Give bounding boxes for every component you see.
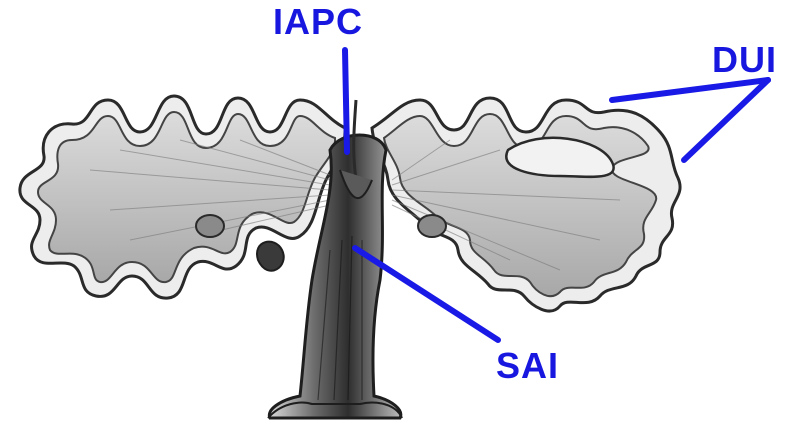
right-lobe bbox=[372, 98, 680, 311]
iapc-leader bbox=[345, 50, 347, 152]
left-pedicle bbox=[257, 242, 284, 271]
right-nucleus bbox=[418, 215, 446, 237]
left-nucleus bbox=[196, 215, 224, 237]
dui-leader-upper bbox=[612, 80, 768, 100]
label-sai: SAI bbox=[496, 345, 559, 386]
label-iapc: IAPC bbox=[273, 1, 363, 42]
left-lobe bbox=[20, 96, 345, 298]
label-dui: DUI bbox=[712, 39, 777, 80]
